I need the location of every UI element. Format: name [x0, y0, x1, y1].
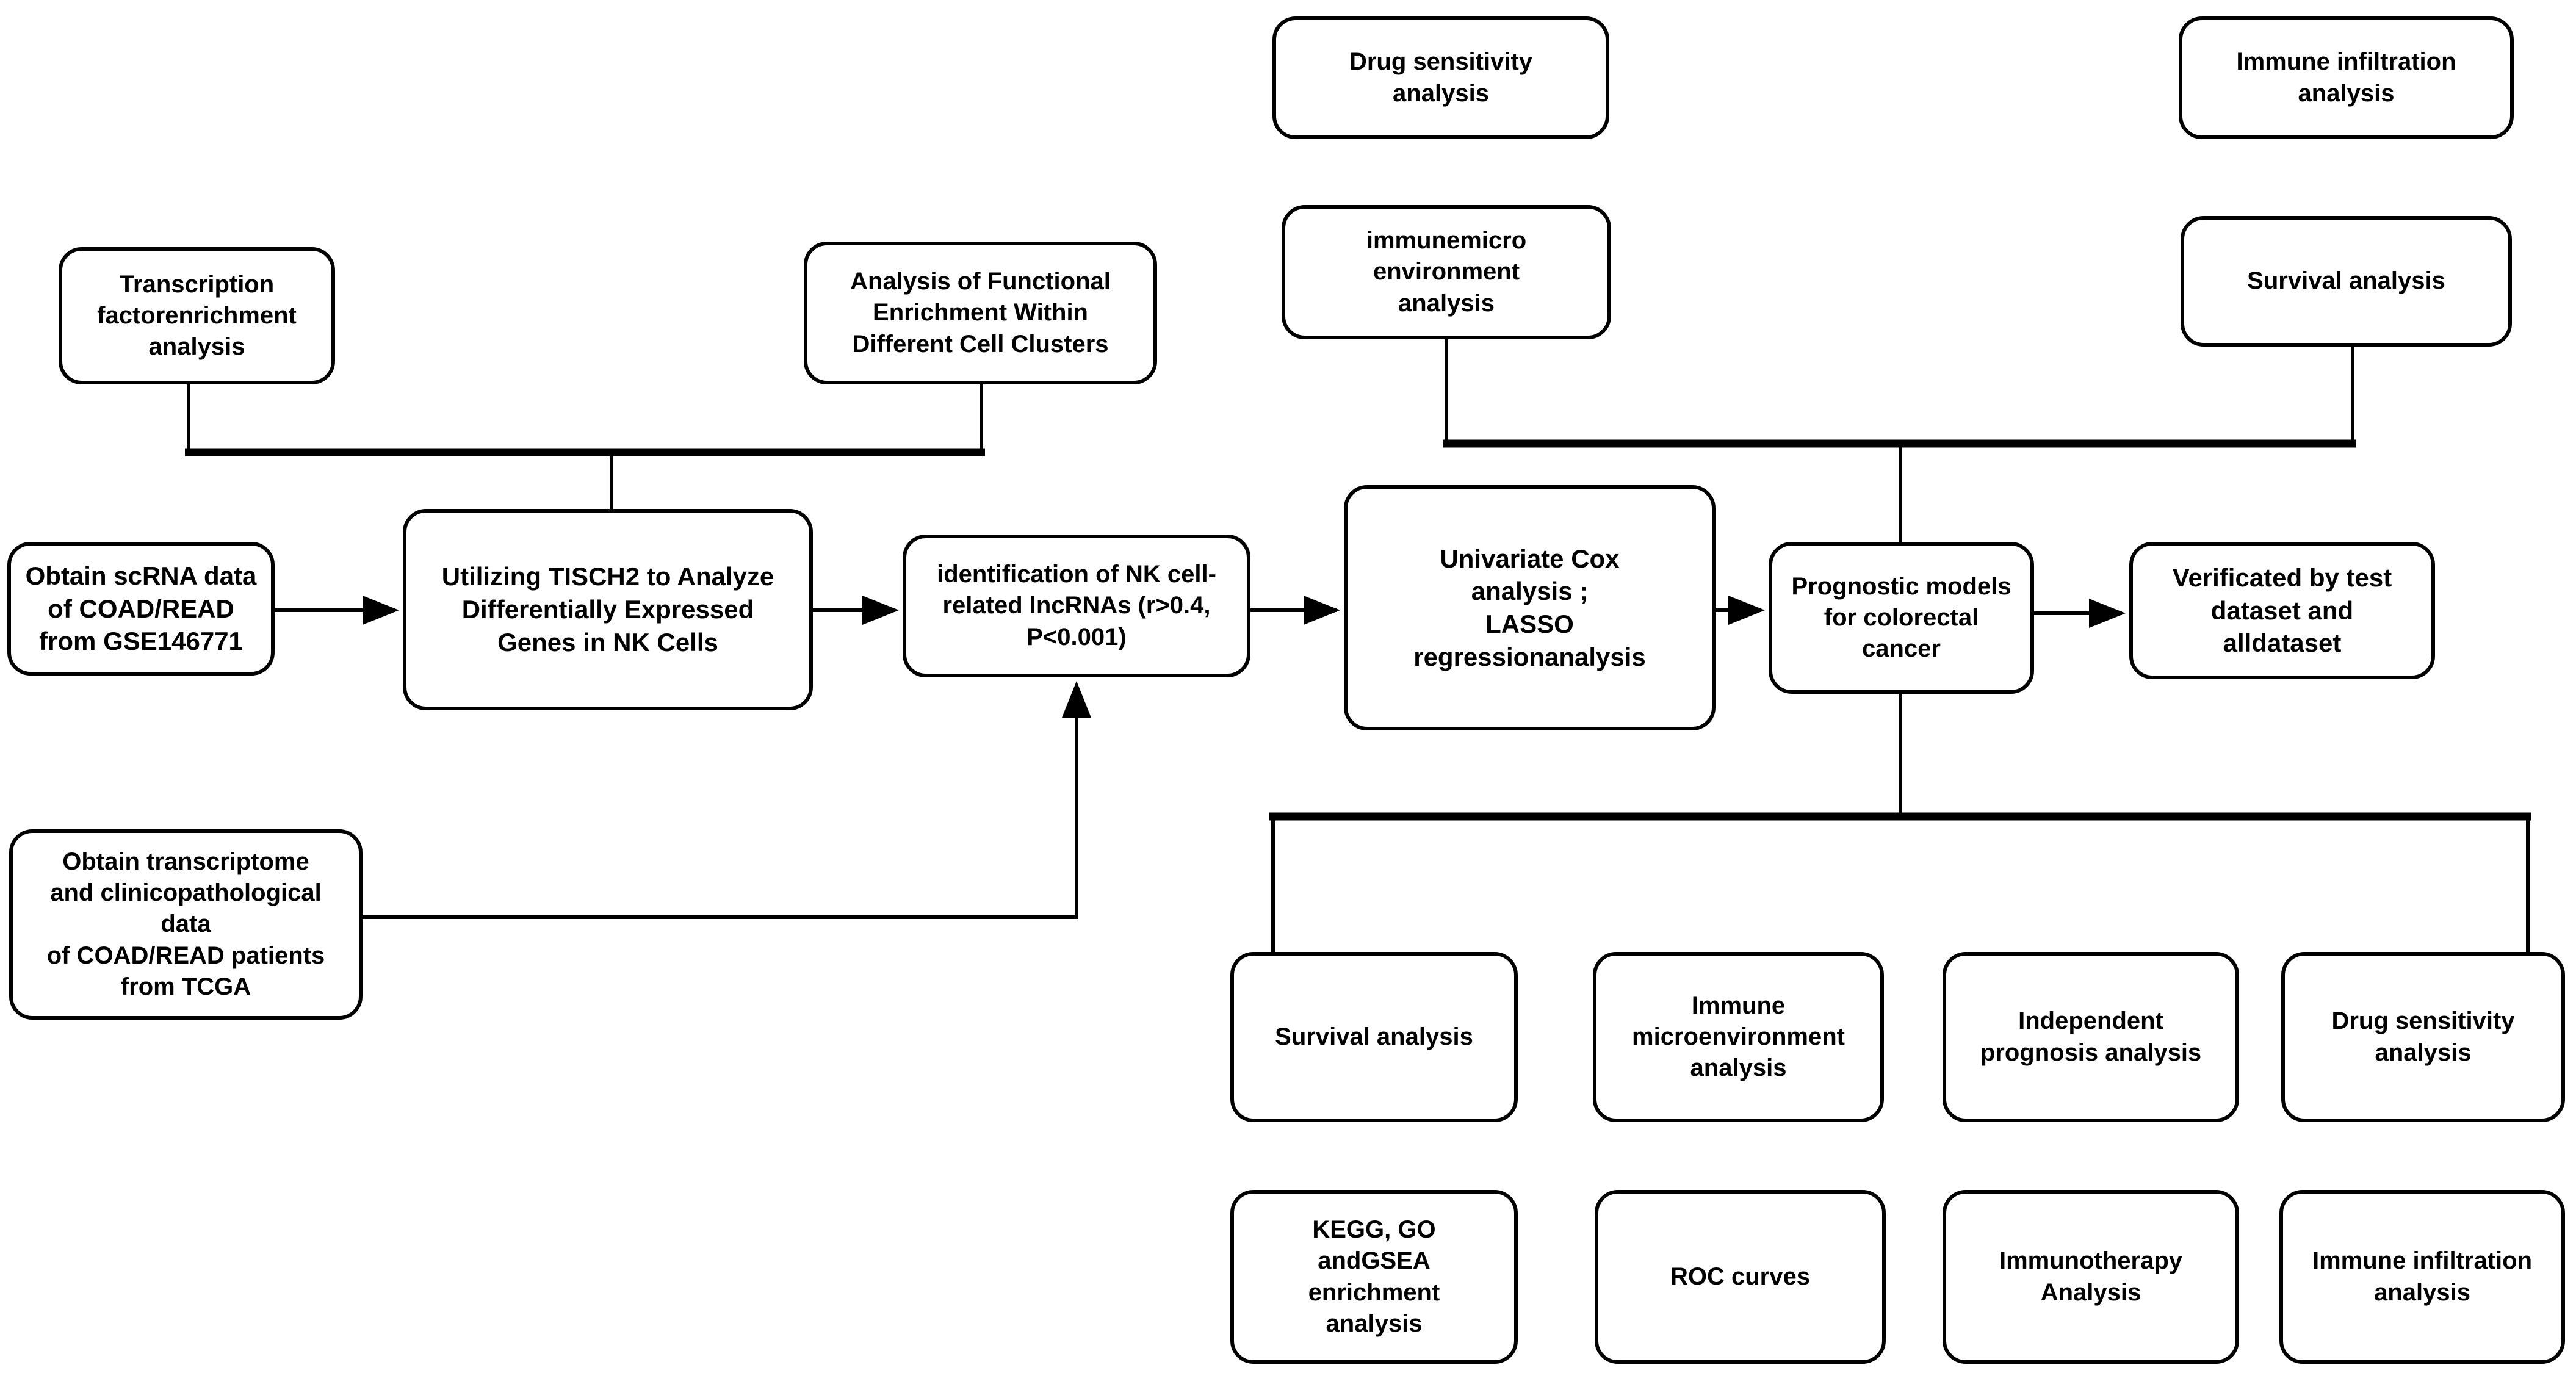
node-cox-lasso: Univariate Cox analysis ; LASSO regressi… — [1344, 485, 1716, 730]
node-row1-drug-sensitivity: Drug sensitivity analysis — [2281, 952, 2565, 1122]
node-row2-immunotherapy: Immunotherapy Analysis — [1943, 1190, 2239, 1364]
node-obtain-transcriptome: Obtain transcriptome and clinicopatholog… — [9, 829, 363, 1020]
node-row2-roc-curves: ROC curves — [1595, 1190, 1886, 1364]
node-survival-top: Survival analysis — [2181, 216, 2512, 347]
node-row1-independent-prognosis: Independent prognosis analysis — [1943, 952, 2239, 1122]
node-row2-immune-infiltration: Immune infiltration analysis — [2279, 1190, 2565, 1364]
node-row1-immune-microenvironment: Immune microenvironment analysis — [1593, 952, 1884, 1122]
arrow-transcriptome-to-identification — [363, 681, 1091, 919]
node-functional-enrichment: Analysis of Functional Enrichment Within… — [804, 242, 1157, 384]
node-immune-microenvironment-top: immunemicro environment analysis — [1282, 205, 1611, 339]
node-transcription-factor-enrichment: Transcription factorenrichment analysis — [59, 247, 335, 384]
node-immune-infiltration-top: Immune infiltration analysis — [2179, 16, 2514, 139]
node-prognostic-models: Prognostic models for colorectal cancer — [1769, 542, 2034, 694]
node-tisch2-analysis: Utilizing TISCH2 to Analyze Differential… — [403, 509, 813, 710]
node-drug-sensitivity-top: Drug sensitivity analysis — [1272, 16, 1609, 139]
node-nk-lncrna-identification: identification of NK cell- related lncRN… — [903, 535, 1250, 677]
node-row1-survival-analysis: Survival analysis — [1230, 952, 1518, 1122]
node-obtain-scrna: Obtain scRNA data of COAD/READ from GSE1… — [7, 542, 275, 676]
node-row2-kegg-go-gsea: KEGG, GO andGSEA enrichment analysis — [1230, 1190, 1518, 1364]
node-verification: Verificated by test dataset and alldatas… — [2129, 542, 2435, 679]
